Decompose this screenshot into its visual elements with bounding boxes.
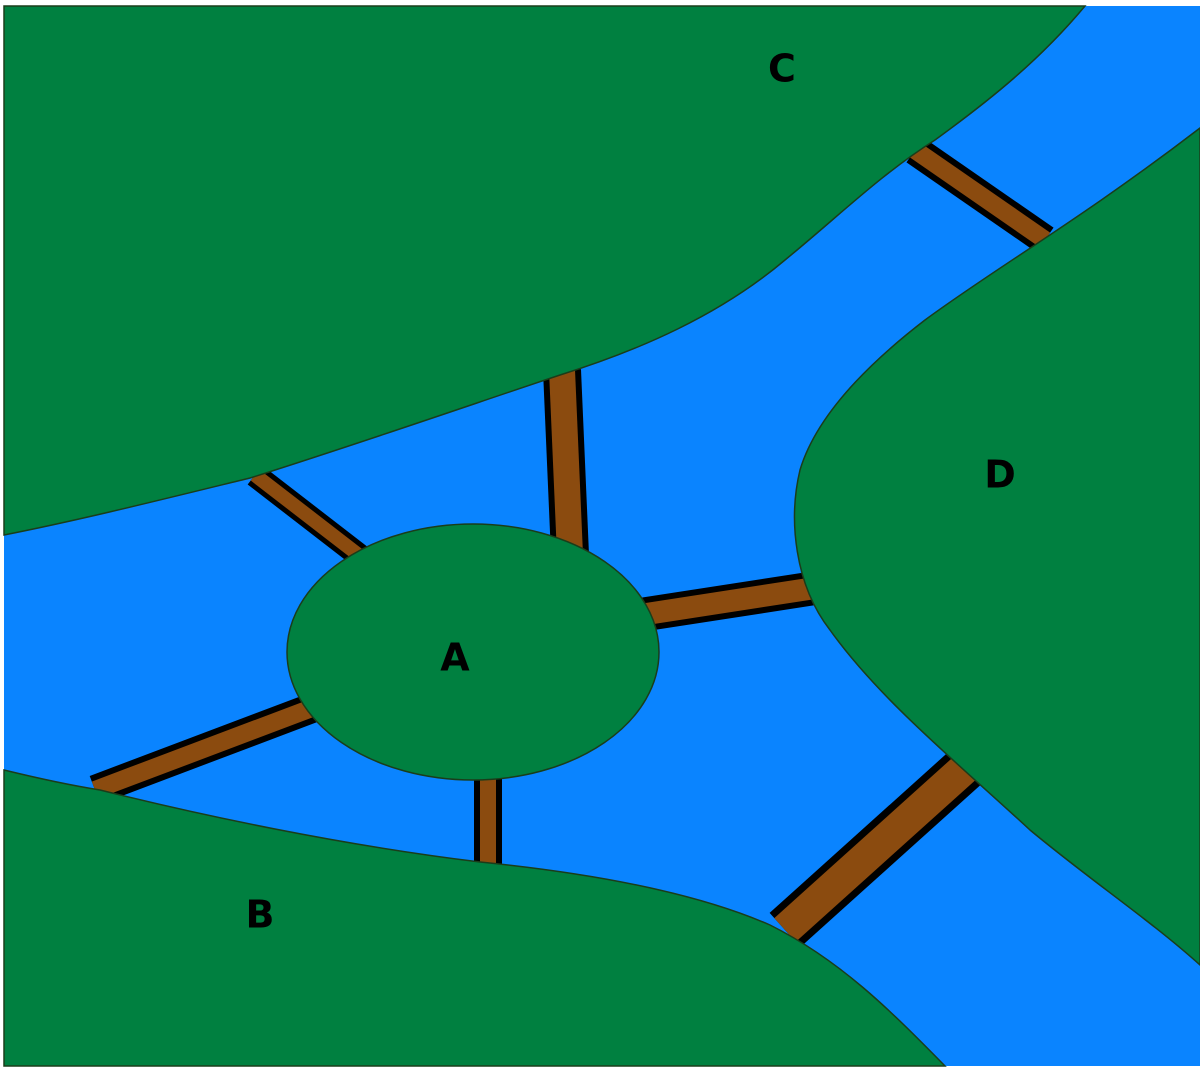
region-label-b: B — [246, 893, 275, 937]
labels-group: A B C D — [246, 47, 1016, 937]
region-label-a: A — [440, 636, 470, 680]
bridge-a-c-right — [543, 369, 589, 556]
landmass-c — [3, 5, 1087, 536]
island-a — [286, 523, 660, 781]
bridge-a-d — [637, 571, 818, 632]
region-label-c: C — [768, 47, 796, 91]
bridge-deck — [91, 696, 324, 799]
bridge-deck — [549, 369, 583, 556]
bridge-deck — [638, 577, 817, 626]
bridge-deck — [250, 469, 370, 566]
bridge-c-d — [906, 137, 1054, 253]
bridge-a-c-left — [247, 465, 373, 570]
bridge-a-b-left — [89, 690, 326, 805]
land-group — [3, 5, 1200, 1067]
bridge-deck — [909, 142, 1051, 248]
bridges-group — [89, 137, 1054, 948]
landmass-d — [793, 127, 1200, 967]
region-label-d: D — [984, 453, 1016, 497]
landmass-b — [3, 769, 947, 1067]
bridge-b-d — [769, 750, 981, 948]
bridge-deck — [774, 756, 976, 942]
